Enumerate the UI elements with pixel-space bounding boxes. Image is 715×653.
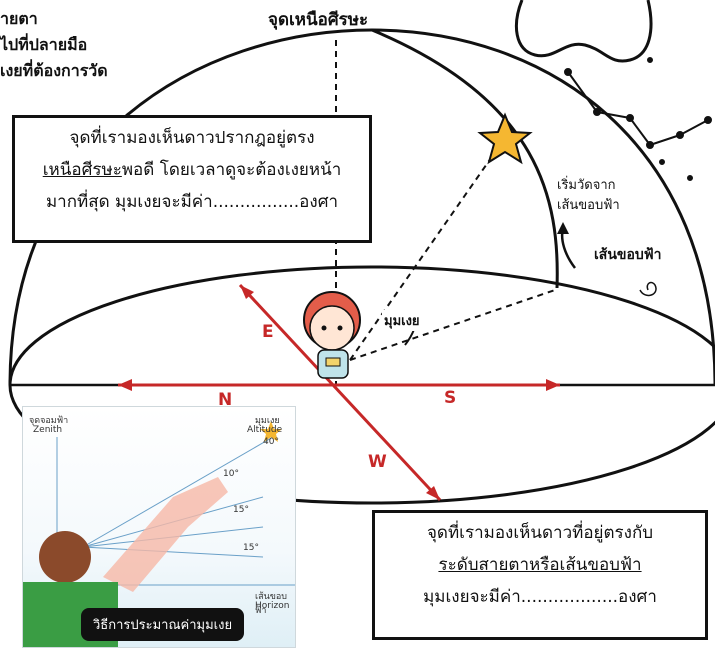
inset-angle-1: 10°	[223, 469, 239, 479]
star-icon	[477, 112, 533, 165]
inset-angle-3: 15°	[243, 543, 259, 553]
zenith-box-line-3: มากที่สุด มุมเงยจะมีค่า................อ…	[45, 192, 339, 212]
inset-altitude-en: Altitude	[247, 425, 283, 435]
inset-altitude-th: มุมเงย	[255, 416, 280, 426]
squiggle-pointer	[639, 281, 657, 297]
zenith-info-box: จุดที่เรามองเห็นดาวปรากฎอยู่ตรง เหนือศีร…	[12, 115, 372, 243]
zenith-box-line-1: จุดที่เรามองเห็นดาวปรากฎอยู่ตรง	[69, 128, 315, 148]
horizon-info-box: จุดที่เรามองเห็นดาวที่อยู่ตรงกับ ระดับสา…	[372, 510, 708, 640]
altitude-label: มุมเงย	[382, 310, 422, 331]
horizon-box-line-3: มุมเงยจะมีค่า..................องศา	[423, 587, 657, 607]
horizon-label: เส้นขอบฟ้า	[594, 247, 662, 263]
inset-zenith-en: Zenith	[33, 425, 63, 435]
direction-s: S	[444, 388, 457, 408]
start-measure-label: เริ่มวัดจาก เส้นขอบฟ้า	[557, 176, 620, 216]
line-to-horizon	[349, 289, 556, 361]
west-arrowhead	[426, 486, 440, 500]
inset-angle-2: 15°	[233, 505, 249, 515]
character-head-outline	[514, 0, 653, 63]
inset-caption: วิธีการประมาณค่ามุมเงย	[81, 608, 245, 641]
direction-w: W	[368, 452, 387, 472]
zenith-box-line-2: เหนือศีรษะพอดี โดยเวลาดูจะต้องเงยหน้า	[15, 154, 369, 186]
inset-drawing	[23, 421, 295, 647]
south-arrowhead	[546, 379, 560, 391]
inset-horizon-en: Horizon	[255, 601, 290, 611]
start-measure-line-1: เริ่มวัดจาก	[557, 178, 616, 193]
inset-arm-shape	[103, 477, 228, 592]
zenith-title: จุดเหนือศีรษะ	[268, 10, 369, 30]
observer-girl-icon	[303, 291, 361, 379]
start-measure-line-2: เส้นขอบฟ้า	[557, 198, 620, 213]
instruction-line-1: ายตา	[0, 9, 38, 28]
instruction-line-2: ไปที่ปลายมือ	[0, 35, 88, 54]
inset-altitude-value: 40°	[263, 437, 279, 447]
constellation-icon	[564, 57, 712, 181]
east-arrowhead	[240, 285, 254, 299]
east-west-line	[238, 283, 442, 502]
inset-horizon-th: เส้นขอบฟ้า	[255, 592, 287, 616]
direction-e: E	[262, 322, 274, 342]
altitude-method-inset: จุดจอมฟ้า Zenith มุมเงย Altitude 40° 10°…	[22, 406, 296, 648]
horizon-box-line-1: จุดที่เรามองเห็นดาวที่อยู่ตรงกับ	[426, 523, 654, 543]
instruction-text: ายตา ไปที่ปลายมือ เงยที่ต้องการวัด	[0, 6, 108, 84]
zenith-box-line-2-rest: พอดี โดยเวลาดูจะต้องเงยหน้า	[121, 160, 342, 180]
direction-n: N	[218, 390, 233, 410]
instruction-line-3: เงยที่ต้องการวัด	[0, 61, 108, 80]
line-to-star	[349, 137, 506, 361]
horizon-box-underlined: ระดับสายตาหรือเส้นขอบฟ้า	[438, 555, 642, 575]
inset-person-head	[39, 531, 91, 583]
inset-zenith-th: จุดจอมฟ้า	[29, 416, 69, 426]
zenith-box-underlined: เหนือศีรษะ	[42, 160, 122, 180]
inset-star-icon	[260, 421, 282, 442]
north-arrowhead	[118, 379, 132, 391]
measure-start-arrowhead	[557, 222, 569, 234]
meridian-arc	[371, 28, 559, 289]
